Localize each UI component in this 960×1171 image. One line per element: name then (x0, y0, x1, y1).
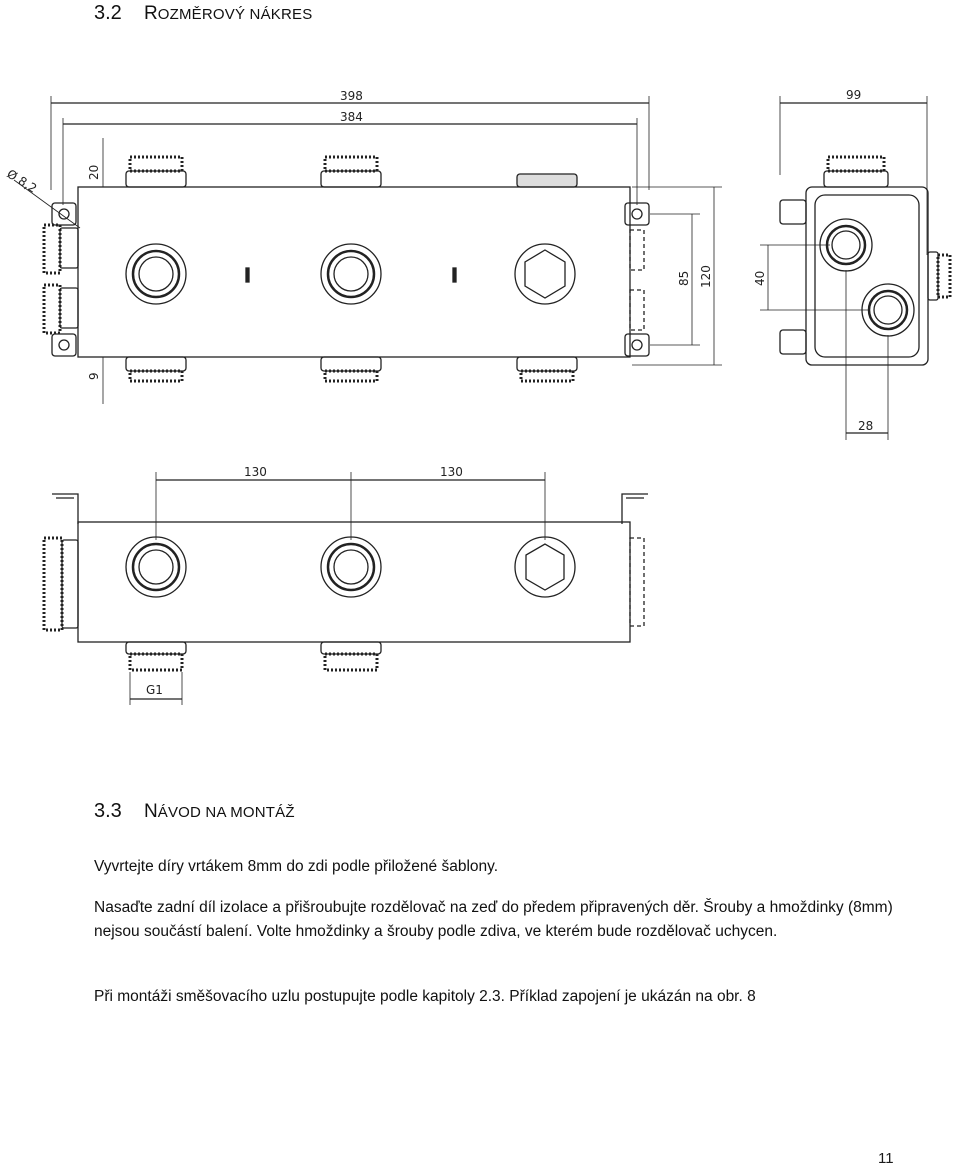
paragraph-drilling: Vyvrtejte díry vrtákem 8mm do zdi podle … (94, 858, 499, 875)
section-title-initial: N (144, 801, 158, 822)
section-heading-3-2: 3.2 ROZMĚROVÝ NÁKRES (94, 2, 312, 25)
front-view (13, 96, 722, 404)
section-heading-3-3: 3.3 NÁVOD NA MONTÁŽ (94, 800, 295, 823)
dim-side-port-offset: 28 (858, 419, 873, 433)
page-number: 11 (878, 1150, 894, 1167)
dim-thread: G1 (146, 683, 163, 697)
dim-hole-diameter: Ø 8,2 (4, 167, 39, 196)
section-title-rest: OZMĚROVÝ NÁKRES (157, 6, 313, 23)
dim-spacing-1: 130 (244, 465, 267, 479)
dim-body-height: 120 (699, 265, 713, 288)
technical-drawing: 398 384 99 Ø 8,2 20 9 85 120 40 28 130 1… (4, 88, 952, 705)
dim-top-offset: 20 (87, 165, 101, 180)
paragraph-mounting: Nasaďte zadní díl izolace a přišroubujte… (94, 899, 893, 940)
dim-spacing-2: 130 (440, 465, 463, 479)
dim-side-width: 99 (846, 88, 861, 102)
section-title-rest: ÁVOD NA MONTÁŽ (157, 804, 295, 821)
dim-mount-height: 85 (677, 271, 691, 286)
dim-side-port-height: 40 (753, 271, 767, 286)
bottom-view (42, 472, 648, 705)
side-view (760, 96, 952, 440)
dim-inner-width: 384 (340, 110, 363, 124)
section-number: 3.2 (94, 2, 122, 24)
section-title-initial: R (144, 3, 158, 24)
section-number: 3.3 (94, 800, 122, 822)
paragraph-mixing-unit: Při montáži směšovacího uzlu postupujte … (94, 988, 756, 1005)
dim-bottom-offset: 9 (87, 372, 101, 380)
dim-total-width: 398 (340, 89, 363, 103)
